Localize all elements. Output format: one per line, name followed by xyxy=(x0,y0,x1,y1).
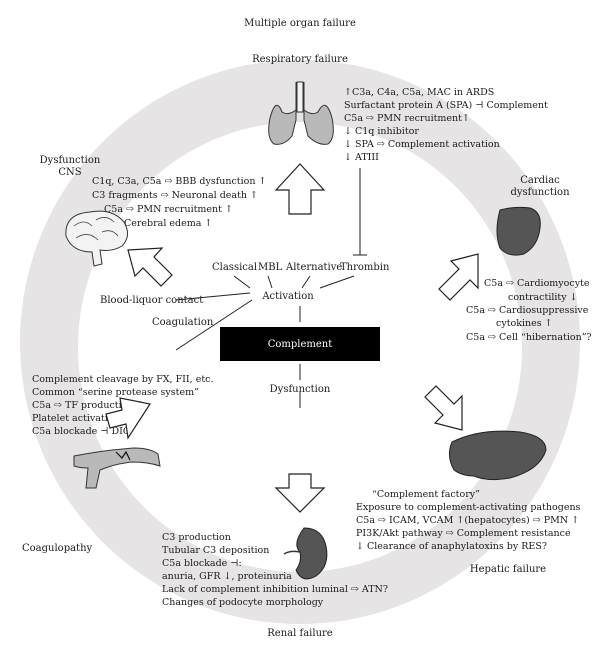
cns-line: C3 fragments ⇨ Neuronal death ↑ xyxy=(92,190,258,201)
pathway-thrombin: Thrombin xyxy=(340,262,390,273)
brain-icon xyxy=(65,210,128,267)
hepatic-text: “Complement factory” Exposure to complem… xyxy=(356,489,581,552)
renal-line: C3 production xyxy=(162,532,231,543)
pathway-classical: Classical xyxy=(212,262,257,273)
liver-icon xyxy=(448,430,547,481)
coagulopathy-line: Platelet activation xyxy=(32,413,120,424)
respiratory-line: ↑C3a, C4a, C5a, MAC in ARDS xyxy=(344,87,494,98)
pathway-mbl: MBL xyxy=(258,262,283,273)
respiratory-line: ↓ C1q inhibitor xyxy=(344,126,419,137)
coagulopathy-line: C5a ⇨ TF production ↑ xyxy=(32,400,144,411)
hepatic-line: Exposure to complement-activating pathog… xyxy=(356,502,581,513)
hepatic-label: Hepatic failure xyxy=(470,564,546,575)
complement-label: Complement xyxy=(268,339,333,350)
arrow-to-vessel xyxy=(105,397,151,440)
blood-liquor-label: Blood-liquor contact xyxy=(100,295,203,306)
renal-line: anuria, GFR ↓, proteinuria xyxy=(162,571,292,582)
renal-line: Changes of podocyte morphology xyxy=(162,597,324,608)
lungs-icon xyxy=(268,81,334,145)
coagulopathy-text: Complement cleavage by FX, FII, etc. Com… xyxy=(32,374,214,437)
cns-text: C1q, C3a, C5a ⇨ BBB dysfunction ↑ C3 fra… xyxy=(92,176,266,229)
coagulopathy-line: Common “serine protease system” xyxy=(32,387,199,398)
renal-line: Tubular C3 deposition xyxy=(162,545,269,556)
ureter-icon xyxy=(283,550,301,555)
pathway-arrows xyxy=(175,275,355,408)
kidney-icon xyxy=(295,527,328,580)
renal-label: Renal failure xyxy=(267,628,333,639)
hepatic-line: ↓ Clearance of anaphylatoxins by RES? xyxy=(356,541,547,552)
cardiac-line: C5a ⇨ Cell “hibernation”? xyxy=(466,332,592,343)
cardiac-label-2: dysfunction xyxy=(510,187,570,198)
coagulopathy-line: Complement cleavage by FX, FII, etc. xyxy=(32,374,214,385)
cns-line: C5a ⇨ PMN recruitment ↑ xyxy=(104,204,233,215)
diagram-title: Multiple organ failure xyxy=(244,18,356,29)
respiratory-line: C5a ⇨ PMN recruitment↑ xyxy=(344,113,470,124)
coagulopathy-line: C5a blockade ⊣ DIC xyxy=(32,426,130,437)
activation-label: Activation xyxy=(261,291,314,302)
cardiac-line: C5a ⇨ Cardiosuppressive xyxy=(466,305,589,316)
cardiac-line: contractility ↓ xyxy=(508,292,578,303)
renal-line: C5a blockade ⊣: xyxy=(162,558,242,569)
arrow-to-liver xyxy=(424,385,463,431)
cardiac-label-1: Cardiac xyxy=(520,175,560,186)
blood-vessel-icon xyxy=(73,447,161,489)
pathway-alternative: Alternative xyxy=(285,262,342,273)
arrow-to-kidney xyxy=(274,473,326,513)
hepatic-line: “Complement factory” xyxy=(372,489,480,500)
cns-line: Cerebral edema ↑ xyxy=(124,218,212,229)
center-pathways: Classical MBL Alternative Thrombin Activ… xyxy=(212,262,390,302)
cardiac-line: cytokines ↑ xyxy=(496,318,553,329)
cardiac-line: C5a ⇨ Cardiomyocyte xyxy=(484,278,590,289)
hepatic-line: PI3K/Akt pathway ⇨ Complement resistance xyxy=(356,528,571,539)
dysfunction-label: Dysfunction xyxy=(270,384,331,395)
coagulation-label: Coagulation xyxy=(152,317,214,328)
hepatic-line: C5a ⇨ ICAM, VCAM ↑(hepatocytes) ⇨ PMN ↑ xyxy=(356,515,579,526)
cns-label-1: Dysfunction xyxy=(40,155,101,166)
cns-label-2: CNS xyxy=(58,167,81,178)
arrow-to-brain xyxy=(127,247,173,287)
respiratory-line: Surfactant protein A (SPA) ⊣ Complement xyxy=(344,100,548,111)
complement-box xyxy=(220,327,380,361)
respiratory-line: ↓ ATIII xyxy=(344,152,379,163)
arrow-to-heart xyxy=(438,253,479,301)
renal-line: Lack of complement inhibition luminal ⇨ … xyxy=(162,584,388,595)
respiratory-line: ↓ SPA ⇨ Complement activation xyxy=(344,139,500,150)
cns-line: C1q, C3a, C5a ⇨ BBB dysfunction ↑ xyxy=(92,176,266,187)
respiratory-label: Respiratory failure xyxy=(252,54,348,65)
renal-text: C3 production Tubular C3 deposition C5a … xyxy=(162,532,388,608)
arrow-to-lungs xyxy=(274,163,326,215)
coagulopathy-label: Coagulopathy xyxy=(22,543,93,554)
cardiac-text: C5a ⇨ Cardiomyocyte contractility ↓ C5a … xyxy=(466,278,592,343)
heart-icon xyxy=(496,206,541,256)
respiratory-text: ↑C3a, C4a, C5a, MAC in ARDS Surfactant p… xyxy=(344,87,548,163)
